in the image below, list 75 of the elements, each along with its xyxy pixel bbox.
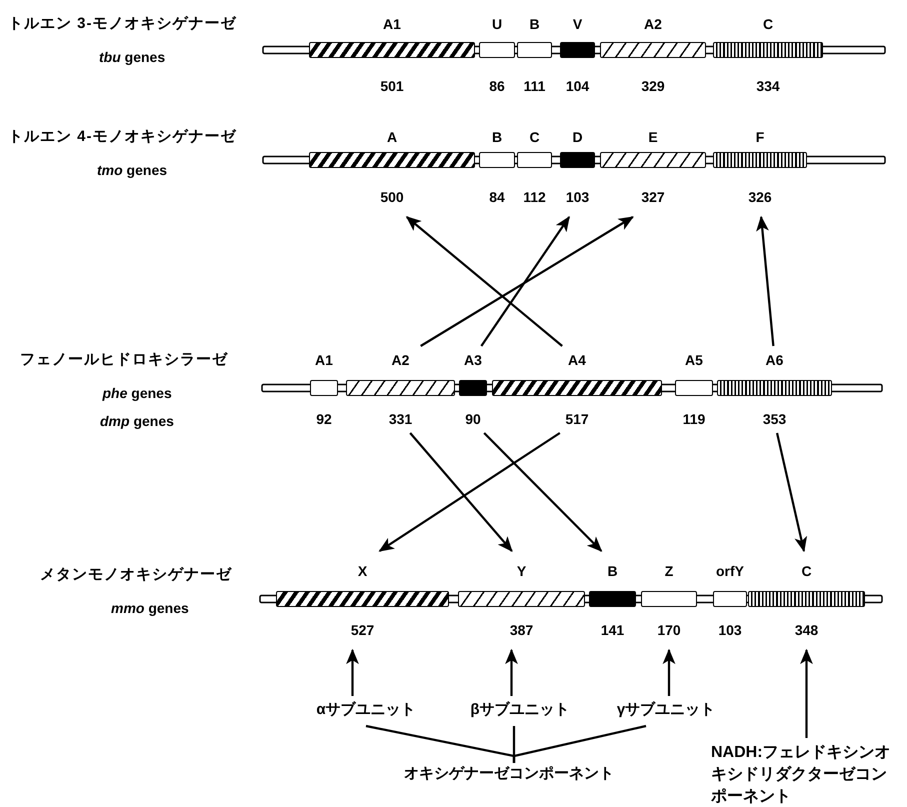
gene-cluster-name: mmo genes	[111, 599, 189, 618]
protein-length: 92	[316, 411, 332, 427]
gene-name: C	[762, 16, 774, 32]
protein-length: 353	[762, 411, 786, 427]
gene-name: V	[572, 16, 582, 32]
protein-length: 103	[718, 622, 742, 638]
gene-name: orfY	[716, 563, 744, 579]
gene-cluster-name: tmo genes	[97, 161, 168, 180]
arrow	[756, 216, 774, 346]
gene-name: X	[358, 563, 368, 579]
arrow	[420, 216, 634, 347]
protein-length: 326	[748, 189, 772, 205]
protein-length: 84	[489, 189, 505, 205]
bracket-line	[512, 724, 646, 763]
protein-length: 90	[465, 411, 481, 427]
arrow	[800, 648, 813, 738]
protein-length: 517	[565, 411, 589, 427]
gene-name: A	[386, 129, 398, 145]
arrow	[483, 432, 602, 552]
gene-name: E	[648, 129, 658, 145]
gene-name: C	[801, 563, 812, 579]
gene-name: B	[607, 563, 618, 579]
protein-length: 331	[388, 411, 412, 427]
subunit-label: βサブユニット	[469, 700, 571, 720]
gene-name: A2	[644, 16, 662, 32]
enzyme-name: メタンモノオキシゲナーゼ	[40, 565, 232, 585]
gene-name: C	[529, 129, 540, 145]
protein-length: 170	[657, 622, 681, 638]
protein-length: 387	[510, 622, 534, 638]
gene-name: D	[572, 129, 583, 145]
gene-name: A6	[766, 352, 784, 368]
gene-name: Y	[516, 563, 526, 579]
arrow	[378, 432, 560, 552]
gene-name: F	[756, 129, 764, 145]
arrow	[406, 216, 563, 347]
gene-name: A1	[315, 352, 333, 368]
gene-name: A1	[383, 16, 401, 32]
enzyme-name: トルエン 4-モノオキシゲナーゼ	[8, 127, 237, 147]
arrow	[662, 648, 676, 696]
gene-name: A4	[568, 352, 586, 368]
component-label: オキシゲナーゼコンポーネント	[403, 764, 615, 784]
subunit-label: γサブユニット	[616, 700, 716, 720]
arrow	[505, 648, 518, 696]
gene-name: B	[492, 129, 502, 145]
enzyme-name: フェノールヒドロキシラーゼ	[20, 350, 228, 370]
gene-name: U	[492, 16, 502, 32]
gene-cluster-name: dmp genes	[100, 412, 174, 431]
protein-length: 119	[682, 411, 706, 427]
gene-name: A3	[464, 352, 482, 368]
protein-length: 111	[524, 78, 546, 94]
gene-name: A2	[392, 352, 410, 368]
enzyme-name: トルエン 3-モノオキシゲナーゼ	[8, 14, 237, 34]
arrow	[346, 648, 359, 696]
arrow	[409, 432, 513, 552]
gene-name: B	[529, 16, 540, 32]
gene-cluster-name: phe genes	[102, 384, 172, 403]
protein-length: 112	[523, 189, 546, 205]
protein-length: 104	[566, 78, 590, 94]
protein-length: 348	[794, 622, 818, 638]
protein-length: 527	[350, 622, 374, 638]
protein-length: 334	[756, 78, 780, 94]
arrow	[480, 216, 570, 347]
gene-cluster-name: tbu genes	[99, 48, 166, 67]
protein-length: 103	[566, 189, 590, 205]
protein-length: 327	[641, 189, 665, 205]
gene-name: A5	[685, 352, 703, 368]
protein-length: 329	[641, 78, 665, 94]
protein-length: 141	[600, 622, 624, 638]
component-label: NADH:フェレドキシンオキシドリダクターゼコンポーネント	[711, 743, 892, 807]
protein-length: 501	[380, 78, 404, 94]
protein-length: 500	[380, 189, 404, 205]
subunit-label: αサブユニット	[315, 700, 417, 720]
arrow	[776, 432, 808, 552]
gene-name: Z	[664, 563, 674, 579]
protein-length: 86	[489, 78, 505, 94]
